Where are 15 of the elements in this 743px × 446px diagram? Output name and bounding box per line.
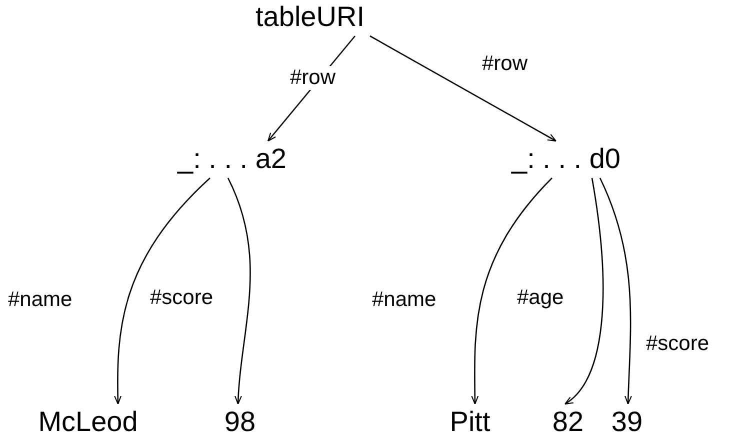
node-label: Pitt	[443, 405, 497, 439]
arrow	[114, 178, 210, 405]
node-label: tableURI	[245, 0, 375, 34]
node-label: _: . . . a2	[162, 142, 302, 176]
node-label: McLeod	[33, 405, 143, 439]
node-label: 39	[609, 405, 645, 439]
node-label: 98	[222, 405, 258, 439]
arrow	[227, 178, 251, 405]
arrow	[471, 178, 552, 405]
edge-label: #row	[290, 66, 336, 90]
arrow	[564, 178, 604, 405]
node-label: _: . . . d0	[496, 142, 636, 176]
arrow	[599, 178, 632, 405]
node-label: 82	[550, 405, 586, 439]
arrow	[370, 35, 557, 142]
